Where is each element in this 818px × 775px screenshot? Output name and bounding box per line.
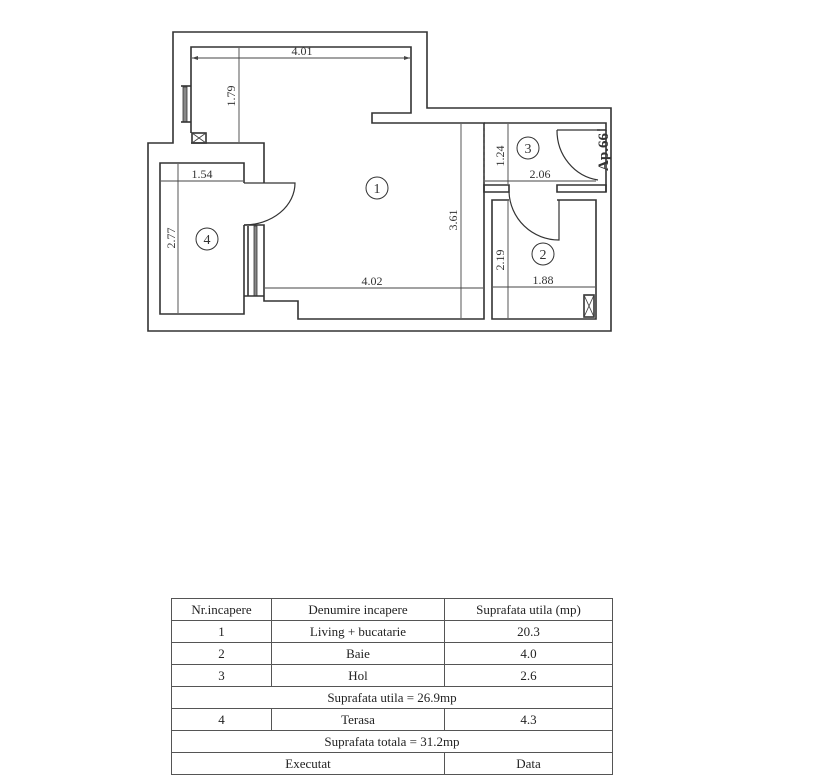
svg-text:1.24: 1.24 — [493, 146, 507, 167]
svg-text:1.79: 1.79 — [224, 86, 238, 107]
svg-text:2.77: 2.77 — [164, 228, 178, 249]
header-nr: Nr.incapere — [171, 598, 272, 621]
ventilation-icon — [191, 132, 207, 144]
dim-top-depth: 1.79 — [224, 48, 240, 142]
area-table: Nr.incapere Denumire incapere Suprafata … — [171, 598, 613, 775]
door-terasa — [243, 182, 296, 226]
subtotal-row: Suprafata utila = 26.9mp — [171, 686, 613, 709]
terrace-row: 4 Terasa 4.3 — [171, 708, 613, 731]
svg-text:3.61: 3.61 — [446, 210, 460, 231]
table-row: 1 Living + bucatarie 20.3 — [171, 620, 613, 643]
svg-text:1: 1 — [374, 182, 381, 197]
door-baie — [508, 191, 560, 241]
room-label-1: 1 — [365, 176, 389, 200]
svg-text:4.02: 4.02 — [362, 274, 383, 288]
window-left — [182, 86, 188, 123]
footer-row: Executat Data — [171, 752, 613, 775]
table-header-row: Nr.incapere Denumire incapere Suprafata … — [171, 598, 613, 621]
dim-room3: 2.06 1.24 — [485, 124, 596, 184]
svg-text:2: 2 — [540, 248, 547, 263]
svg-text:4: 4 — [204, 233, 211, 248]
dim-top-width: 4.01 — [192, 44, 410, 60]
svg-text:2.06: 2.06 — [530, 167, 551, 181]
door-entry — [556, 129, 599, 181]
room-label-3: 3 — [516, 136, 540, 160]
room1-upper-inner-wall — [190, 46, 485, 320]
dim-room1: 4.02 3.61 — [265, 124, 483, 318]
svg-text:1.54: 1.54 — [192, 167, 213, 181]
svg-text:2.19: 2.19 — [493, 250, 507, 271]
total-row: Suprafata totala = 31.2mp — [171, 730, 613, 753]
room4-wall — [159, 162, 245, 315]
table-row: 2 Baie 4.0 — [171, 642, 613, 665]
ventilation-icon-baie — [583, 294, 595, 318]
svg-text:4.01: 4.01 — [292, 44, 313, 58]
dim-room2: 1.88 2.19 — [493, 201, 595, 318]
room-label-4: 4 — [195, 227, 219, 251]
room-label-2: 2 — [531, 242, 555, 266]
room3-wall — [484, 122, 607, 131]
floor-plan: 4.01 1.79 1.54 2.77 4.02 3.61 2.06 1.24 … — [147, 31, 612, 332]
window-terasa — [253, 225, 258, 297]
room1-left-wall — [191, 142, 265, 183]
svg-text:3: 3 — [525, 142, 532, 157]
outer-wall — [147, 31, 612, 332]
dim-room4-width: 1.54 2.77 — [161, 164, 243, 313]
header-area: Suprafata utila (mp) — [444, 598, 613, 621]
room2-wall — [491, 199, 597, 320]
header-name: Denumire incapere — [271, 598, 445, 621]
svg-text:1.88: 1.88 — [533, 273, 554, 287]
apartment-label: Ap.66 — [596, 133, 612, 171]
table-row: 3 Hol 2.6 — [171, 664, 613, 687]
